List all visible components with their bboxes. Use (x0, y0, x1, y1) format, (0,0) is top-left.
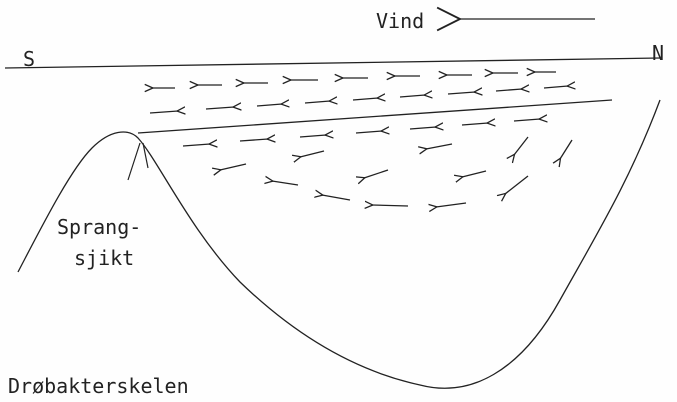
fjord-basin-outline (17, 99, 661, 389)
flow-arrow (256, 104, 282, 106)
flow-arrow (436, 202, 467, 207)
flow-arrow (543, 86, 568, 88)
flow-arrow (299, 135, 326, 137)
flow-arrow (505, 175, 529, 194)
flow-arrow (560, 139, 573, 159)
flow-arrow (514, 136, 529, 155)
flow-arrow (220, 163, 247, 170)
deep-flow-right-arrows (182, 119, 540, 146)
return-current-arrows (149, 86, 568, 113)
flow-arrow (304, 101, 330, 103)
deep-flow-return-arrows (220, 136, 573, 207)
layer-pointer-line-1 (127, 142, 141, 181)
flow-arrow (272, 181, 299, 186)
layer-pointer-line-2 (142, 142, 149, 169)
flow-arrow (322, 195, 351, 201)
flow-arrow (205, 107, 234, 109)
flow-arrow (149, 111, 178, 113)
flow-arrow (462, 170, 487, 177)
flow-arrow (409, 127, 436, 129)
flow-arrow (495, 89, 522, 91)
thermocline-line (137, 99, 613, 134)
surface-current-arrows (152, 72, 556, 88)
sill-label: Drøbakterskelen (8, 374, 189, 398)
flow-arrow (447, 92, 475, 94)
water-surface-line (4, 57, 661, 69)
south-label: S (23, 47, 35, 71)
flow-arrow (364, 169, 389, 178)
wind-label: Vind (376, 9, 424, 33)
flow-arrow (182, 144, 210, 146)
flow-arrow (355, 131, 382, 133)
flow-arrow (300, 150, 325, 157)
layer-label-line1: Sprang- (57, 215, 141, 239)
flow-arrow (352, 98, 378, 100)
layer-label-line2: sjikt (74, 246, 134, 270)
north-label: N (652, 41, 664, 65)
flow-arrow (426, 143, 453, 149)
flow-arrow (372, 205, 409, 206)
flow-arrow (461, 123, 488, 125)
flow-arrow (399, 95, 425, 97)
flow-arrow (239, 139, 268, 141)
flow-arrow (513, 119, 540, 121)
